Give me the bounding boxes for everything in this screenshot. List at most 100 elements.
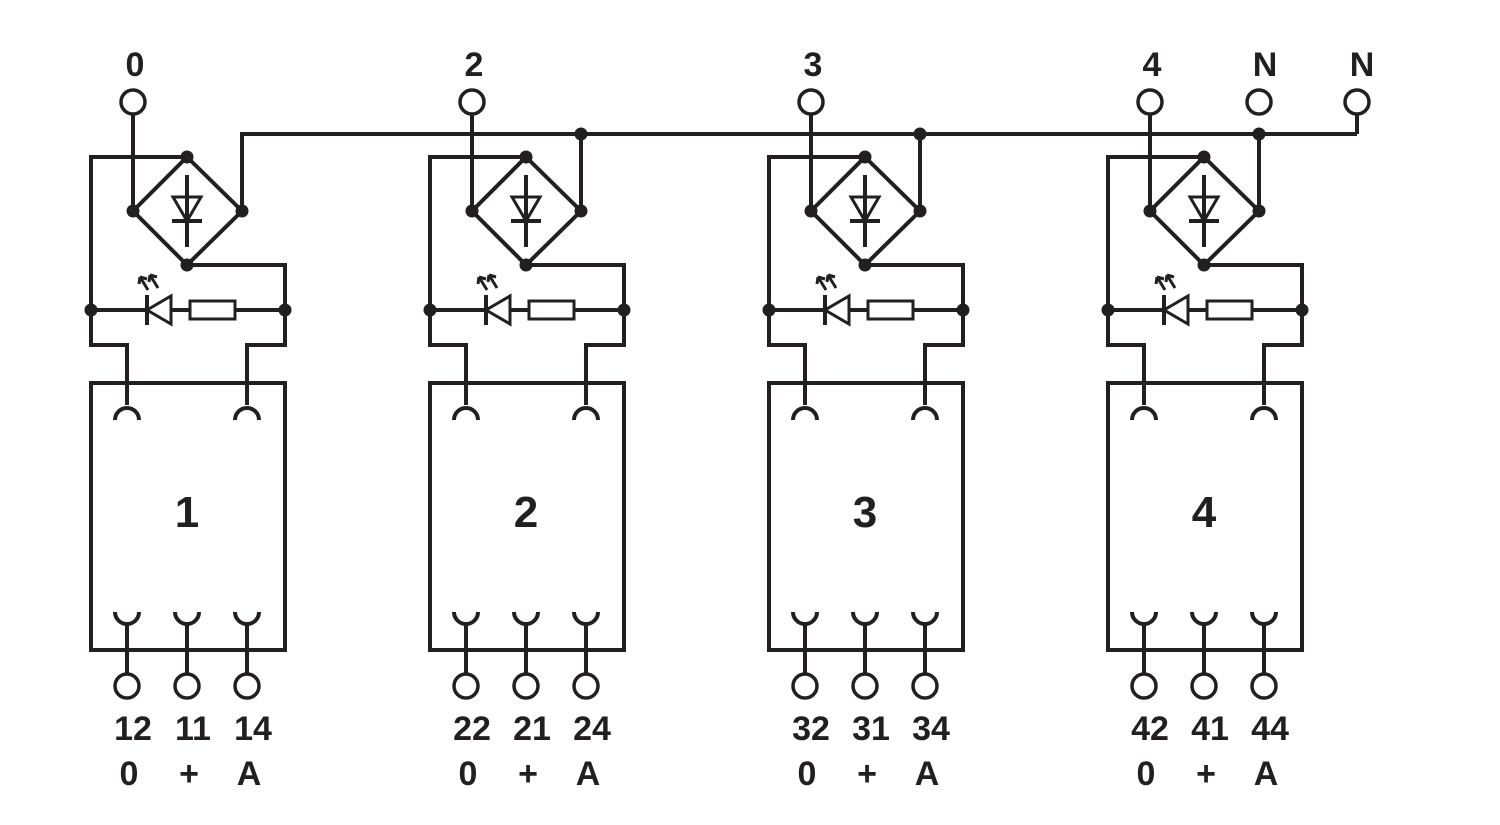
junction-dot — [805, 205, 818, 218]
led-triangle — [486, 296, 510, 324]
junction-dot — [618, 304, 631, 317]
output-terminal — [115, 674, 139, 698]
junction-dot — [181, 151, 194, 164]
socket-arc — [1252, 612, 1276, 624]
pin-label: 31 — [852, 710, 890, 748]
output-terminal — [793, 674, 817, 698]
junction-dot — [914, 128, 927, 141]
pin-function-label: 0 — [1137, 755, 1156, 793]
junction-dot — [859, 151, 872, 164]
led-triangle — [825, 296, 849, 324]
output-terminal — [514, 674, 538, 698]
junction-dot — [424, 304, 437, 317]
wiring — [85, 90, 1500, 698]
pin-function-label: + — [1196, 755, 1216, 793]
pin-function-label: + — [518, 755, 538, 793]
pin-label: 44 — [1251, 710, 1289, 748]
output-terminal — [913, 674, 937, 698]
neutral-terminal — [1247, 90, 1271, 114]
junction-dot — [1144, 205, 1157, 218]
junction-dot — [763, 304, 776, 317]
junction-dot — [957, 304, 970, 317]
module-number: 3 — [853, 488, 877, 537]
terminal-label: N — [1253, 46, 1278, 84]
socket-arc — [1132, 408, 1156, 420]
socket-arc — [115, 408, 139, 420]
pin-function-label: A — [1254, 755, 1279, 793]
input-terminal — [1138, 90, 1162, 114]
input-terminal — [121, 90, 145, 114]
pin-label: 22 — [453, 710, 491, 748]
output-terminal — [1252, 674, 1276, 698]
junction-dot — [859, 259, 872, 272]
resistor-icon — [529, 301, 574, 319]
resistor-icon — [868, 301, 913, 319]
input-terminal — [460, 90, 484, 114]
pin-function-label: A — [576, 755, 601, 793]
pin-label: 34 — [912, 710, 950, 748]
led-arrow — [817, 277, 826, 290]
terminal-label: 0 — [126, 46, 145, 84]
output-terminal — [574, 674, 598, 698]
socket-arc — [235, 408, 259, 420]
module-number: 4 — [1192, 488, 1217, 537]
pin-function-label: 0 — [459, 755, 478, 793]
led-arrow — [149, 275, 158, 288]
terminal-label: 3 — [804, 46, 823, 84]
terminal-label: 2 — [465, 46, 484, 84]
junction-dot — [127, 205, 140, 218]
pin-function-label: A — [915, 755, 940, 793]
output-terminal — [1132, 674, 1156, 698]
pin-label: 12 — [114, 710, 152, 748]
socket-arc — [1252, 408, 1276, 420]
module-number: 2 — [514, 488, 538, 537]
pin-label: 41 — [1191, 710, 1229, 748]
socket-arc — [913, 408, 937, 420]
junction-dot — [1296, 304, 1309, 317]
socket-arc — [454, 408, 478, 420]
led-arrow — [478, 277, 487, 290]
led-triangle — [1164, 296, 1188, 324]
socket-arc — [574, 408, 598, 420]
junction-dot — [520, 151, 533, 164]
led-arrow — [139, 277, 148, 290]
socket-arc — [454, 612, 478, 624]
led-arrow — [827, 275, 836, 288]
terminal-label: N — [1350, 46, 1375, 84]
junction-dot — [466, 205, 479, 218]
resistor-icon — [190, 301, 235, 319]
socket-arc — [793, 612, 817, 624]
output-terminal — [235, 674, 259, 698]
resistor-icon — [1207, 301, 1252, 319]
pin-label: 11 — [175, 710, 211, 748]
junction-dot — [1253, 128, 1266, 141]
output-terminal — [454, 674, 478, 698]
terminal-label: 4 — [1143, 46, 1162, 84]
socket-arc — [514, 612, 538, 624]
junction-dot — [520, 259, 533, 272]
junction-dot — [1198, 151, 1211, 164]
socket-arc — [574, 612, 598, 624]
pin-function-label: + — [857, 755, 877, 793]
output-terminal — [175, 674, 199, 698]
socket-arc — [793, 408, 817, 420]
led-arrow — [488, 275, 497, 288]
led-arrow — [1166, 275, 1175, 288]
junction-dot — [1198, 259, 1211, 272]
pin-label: 14 — [234, 710, 272, 748]
pin-label: 24 — [573, 710, 611, 748]
junction-dot — [575, 128, 588, 141]
junction-dot — [279, 304, 292, 317]
socket-arc — [235, 612, 259, 624]
socket-arc — [1132, 612, 1156, 624]
socket-arc — [853, 612, 877, 624]
socket-arc — [1192, 612, 1216, 624]
pin-label: 32 — [792, 710, 830, 748]
pin-label: 21 — [513, 710, 551, 748]
junction-dot — [1102, 304, 1115, 317]
led-triangle — [147, 296, 171, 324]
junction-dot — [85, 304, 98, 317]
neutral-terminal — [1345, 90, 1369, 114]
module-number: 1 — [175, 488, 199, 537]
